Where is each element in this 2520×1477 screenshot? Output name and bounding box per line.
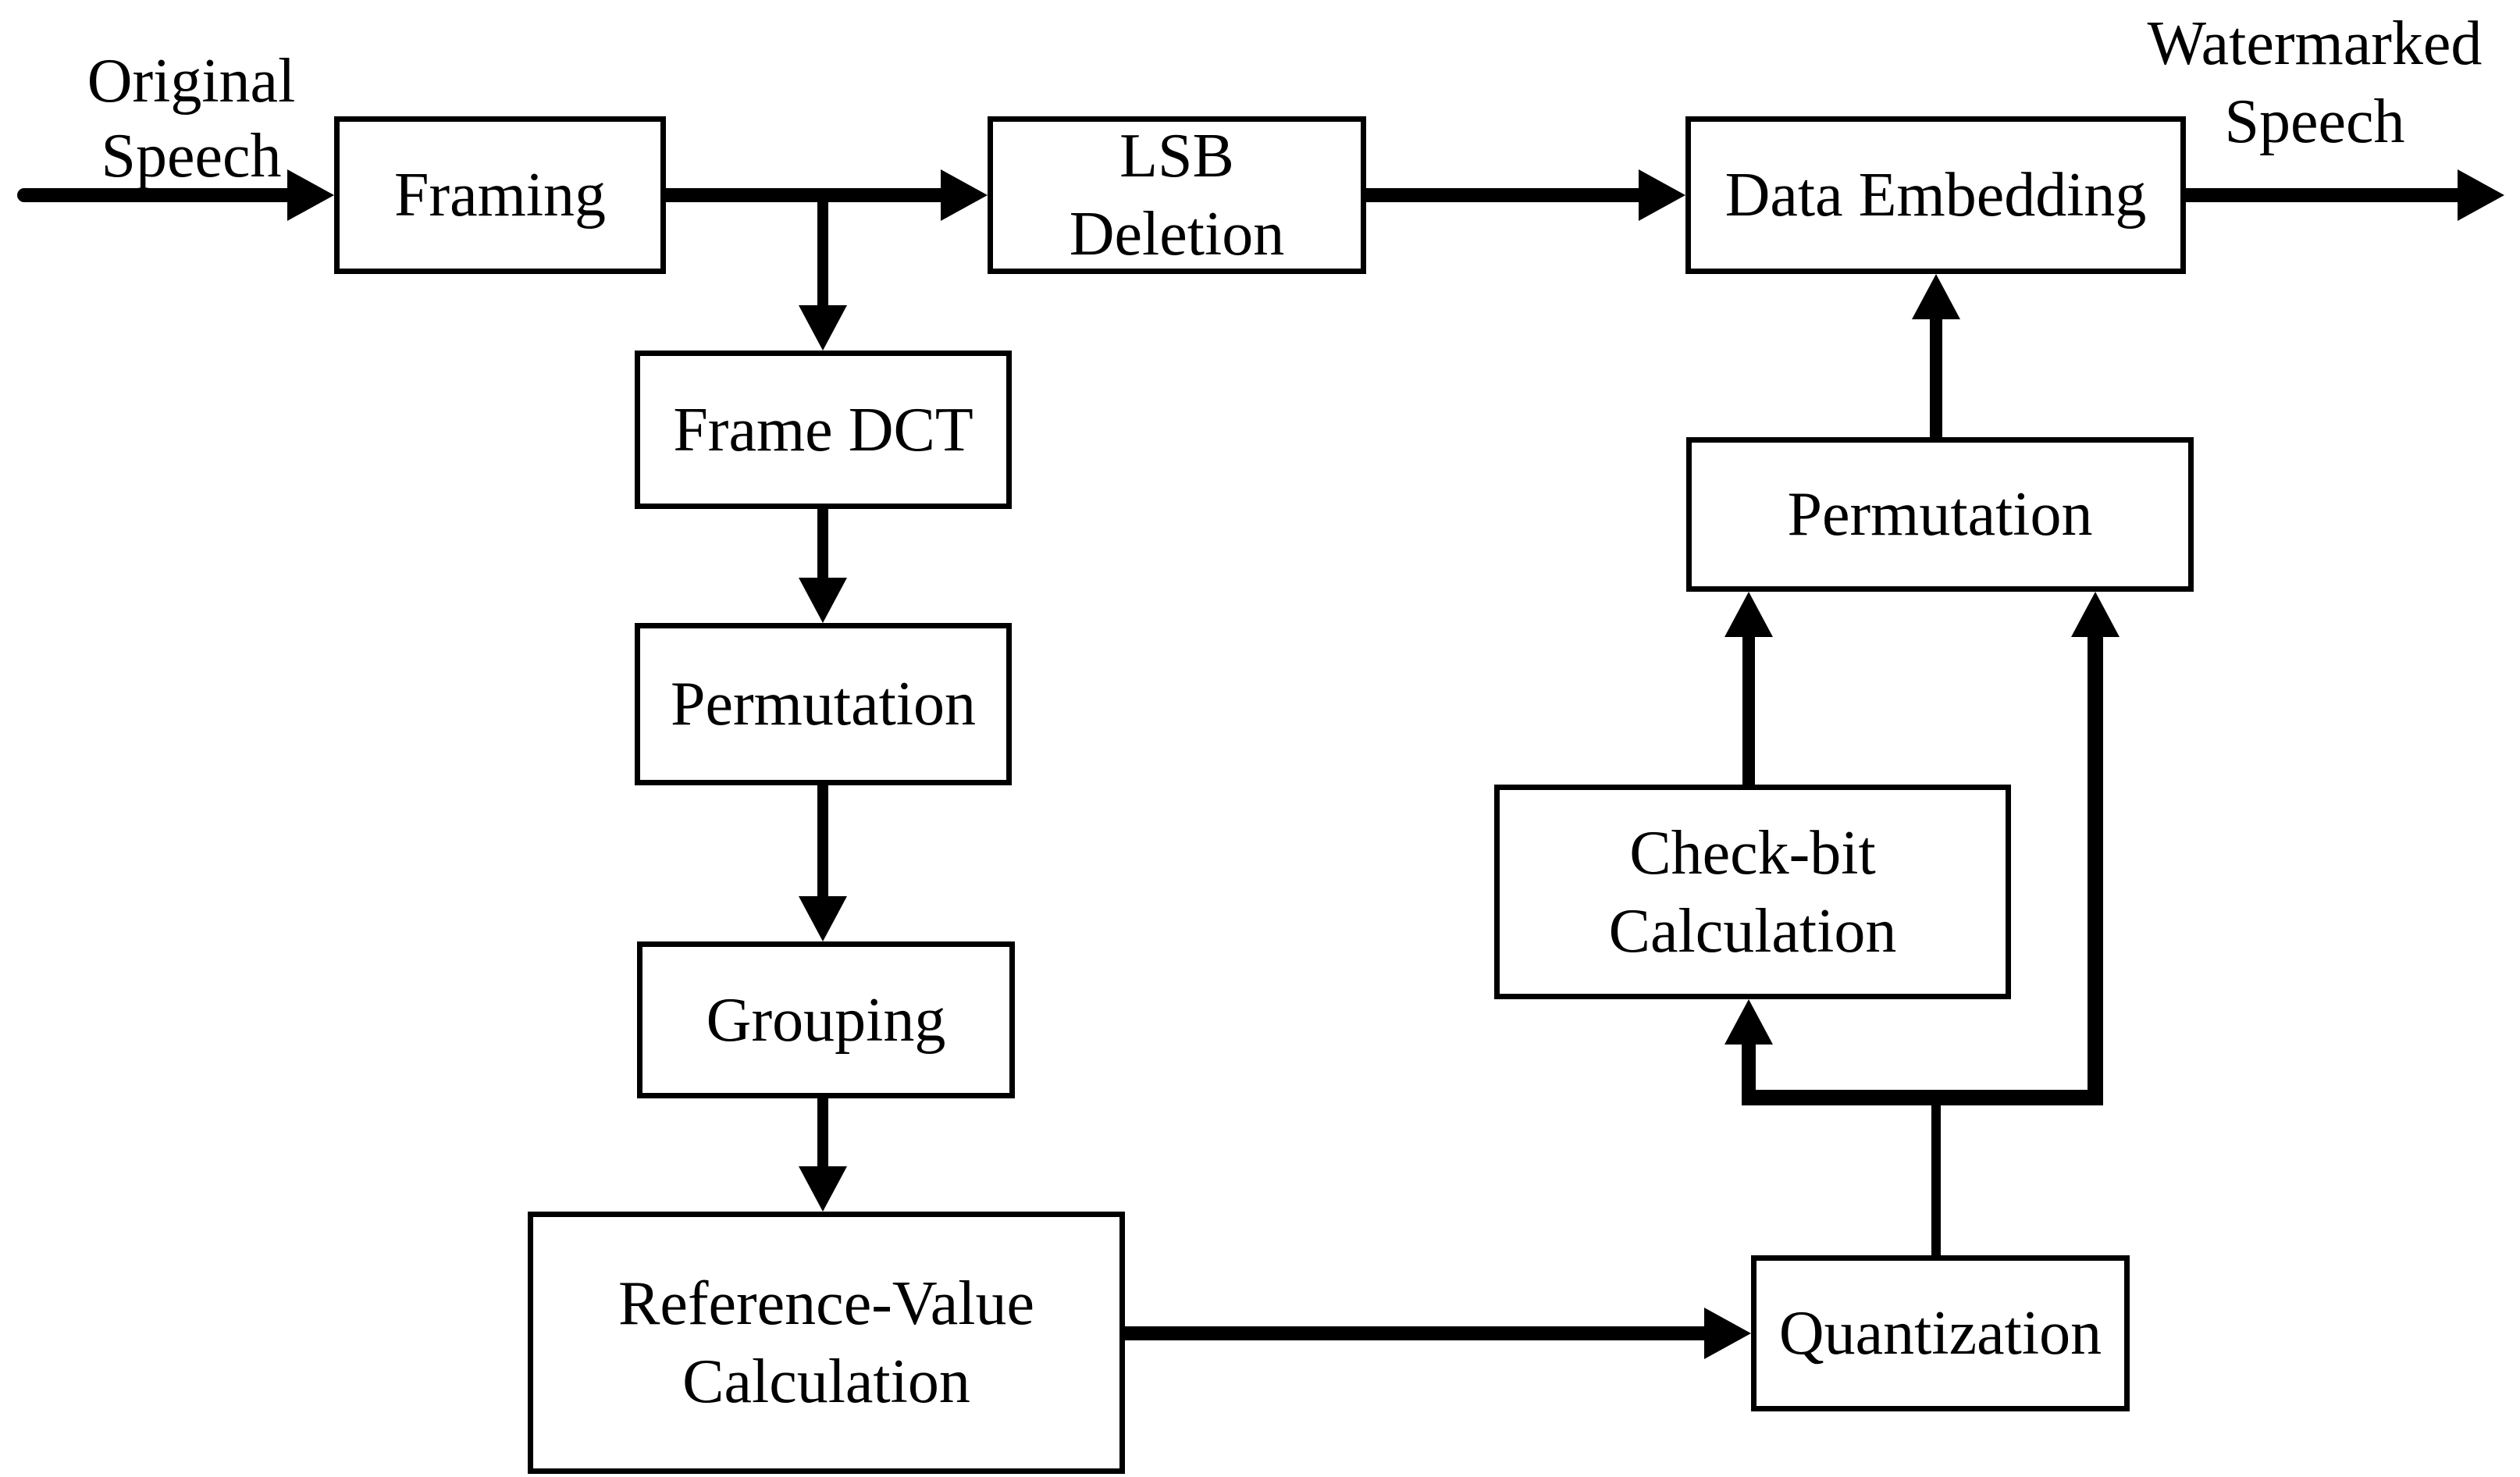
edge-permutation-to-data-embedding-arrowhead-icon (1912, 274, 1960, 319)
edge-input-to-framing-line (17, 188, 289, 202)
node-grouping: Grouping (637, 941, 1015, 1098)
node-reference-value-calculation: Reference-Value Calculation (528, 1212, 1125, 1474)
node-quantization: Quantization (1751, 1255, 2130, 1411)
edge-t-junction-line (1742, 1090, 2103, 1105)
edge-check-bit-to-permutation-line (1742, 637, 1755, 785)
edge-junction-to-permutation-arrowhead-icon (2071, 592, 2120, 637)
edge-reference-to-quantization-line (1125, 1326, 1704, 1340)
edge-lsb-to-data-embedding-arrowhead-icon (1639, 169, 1685, 221)
edge-input-to-framing-arrowhead-icon (287, 169, 334, 221)
node-frame-dct: Frame DCT (635, 351, 1012, 509)
edge-branch-to-frame-dct-arrowhead-icon (799, 305, 847, 351)
edge-junction-to-check-bit-arrowhead-icon (1724, 999, 1773, 1045)
node-check-bit-calculation: Check-bit Calculation (1494, 785, 2011, 999)
edge-permutation-to-grouping-line (817, 785, 828, 898)
edge-framing-to-lsb-line (666, 188, 941, 202)
edge-frame-dct-to-permutation-arrowhead-icon (799, 578, 847, 623)
edge-junction-to-permutation-line (2088, 637, 2103, 1105)
node-lsb-deletion: LSB Deletion (988, 116, 1366, 274)
edge-framing-to-lsb-arrowhead-icon (941, 169, 988, 221)
edge-frame-dct-to-permutation-line (817, 509, 828, 579)
edge-grouping-to-reference-line (817, 1098, 828, 1168)
edge-junction-to-check-bit-line (1742, 1045, 1756, 1105)
edge-lsb-to-data-embedding-line (1366, 188, 1640, 202)
node-data-embedding: Data Embedding (1685, 116, 2186, 274)
node-framing: Framing (334, 116, 666, 274)
edge-grouping-to-reference-arrowhead-icon (799, 1166, 847, 1212)
edge-quantization-up-line (1931, 1090, 1941, 1255)
edge-check-bit-to-permutation-arrowhead-icon (1724, 592, 1773, 637)
edge-data-embedding-to-output-line (2186, 188, 2459, 202)
edge-data-embedding-to-output-arrowhead-icon (2458, 169, 2504, 221)
node-permutation-left: Permutation (635, 623, 1012, 785)
edge-permutation-to-data-embedding-line (1930, 319, 1942, 437)
edge-permutation-to-grouping-arrowhead-icon (799, 896, 847, 941)
output-label: Watermarked Speech (2147, 9, 2483, 156)
edge-branch-to-frame-dct-line (817, 195, 828, 306)
edge-reference-to-quantization-arrowhead-icon (1704, 1308, 1751, 1359)
node-permutation-right: Permutation (1686, 437, 2194, 592)
input-label: Original Speech (87, 47, 296, 190)
